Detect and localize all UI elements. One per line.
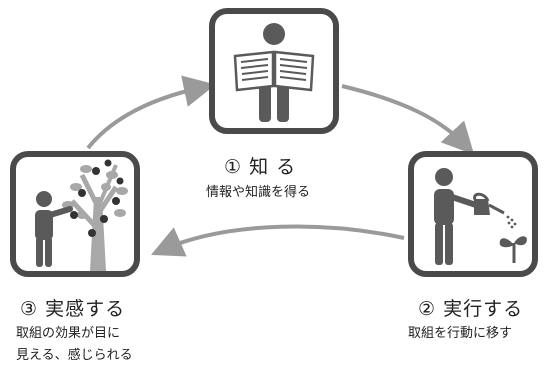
step-act-desc: 取組を行動に移す <box>408 326 513 341</box>
reading-newspaper-icon <box>233 23 315 122</box>
step-feel-title: ③ 実感する <box>20 298 126 320</box>
arrow-feel-to-know <box>86 75 216 150</box>
watering-plant-icon <box>434 168 527 265</box>
arrow-act-to-feel <box>151 224 405 257</box>
step-feel-box <box>10 151 140 277</box>
step-feel-desc-line2: 見える、感じられる <box>16 348 133 363</box>
step-feel-desc-line1: 取組の効果が目に <box>16 326 121 341</box>
step-know-desc: 情報や知識を得る <box>206 185 311 200</box>
step-know-box <box>209 8 339 134</box>
step-act-box <box>408 151 538 277</box>
step-know-title: ① 知 る <box>224 156 297 178</box>
harvest-tree-icon <box>35 159 128 271</box>
arrow-know-to-act <box>341 84 475 155</box>
step-act-title: ② 実行する <box>418 298 524 320</box>
